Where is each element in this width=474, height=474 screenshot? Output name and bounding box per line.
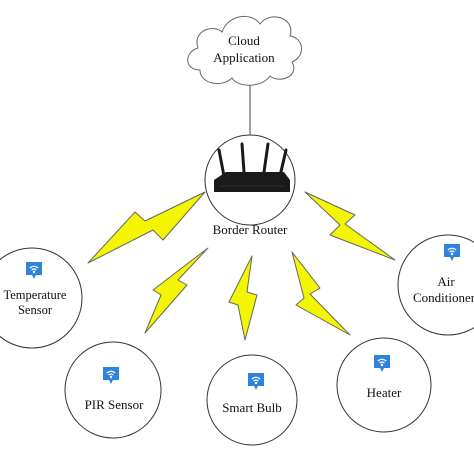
wifi-badge-icon: [248, 373, 264, 390]
device-smart-bulb: Smart Bulb: [206, 354, 298, 446]
device-temperature-sensor: Temperature Sensor: [0, 247, 83, 349]
device-circle: [397, 234, 474, 336]
link-bolt-temperature: [87, 191, 206, 264]
device-heater: Heater: [336, 337, 432, 433]
device-air-conditioner: Air Conditioner: [397, 234, 474, 336]
heater-label: Heater: [367, 385, 402, 400]
device-pir-sensor: PIR Sensor: [64, 341, 162, 439]
link-bolt-bulb: [228, 255, 258, 341]
router-node: Border Router: [204, 134, 296, 237]
cloud-label-line1: Cloud: [228, 33, 260, 48]
link-bolt-heater: [291, 251, 351, 336]
air-label-line1: Air: [437, 274, 455, 289]
cloud-label-line2: Application: [213, 50, 275, 65]
wifi-badge-icon: [103, 367, 119, 384]
temperature-label-line2: Sensor: [18, 303, 53, 317]
device-circle: [336, 337, 432, 433]
bulb-label: Smart Bulb: [222, 400, 282, 415]
temperature-label-line1: Temperature: [4, 288, 67, 302]
wifi-badge-icon: [444, 244, 460, 261]
device-circle: [0, 247, 83, 349]
wifi-badge-icon: [374, 355, 390, 372]
cloud-node: Cloud Application: [187, 16, 302, 86]
device-circle: [64, 341, 162, 439]
device-circle: [206, 354, 298, 446]
router-label: Border Router: [213, 222, 288, 237]
cloud-icon: [187, 16, 302, 86]
wifi-router-icon: [214, 142, 290, 192]
air-label-line2: Conditioner: [413, 290, 474, 305]
wifi-badge-icon: [26, 262, 42, 279]
pir-label: PIR Sensor: [85, 397, 145, 412]
link-bolt-air: [304, 191, 396, 261]
link-bolt-pir: [144, 247, 209, 334]
